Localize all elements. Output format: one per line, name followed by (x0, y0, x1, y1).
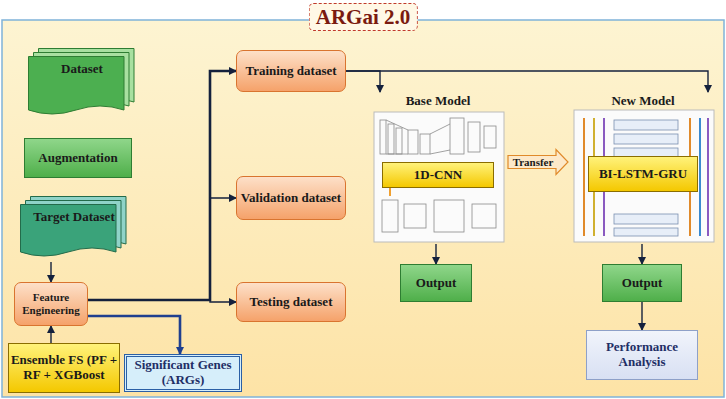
ensemble-fs-box: Ensemble FS (PF + RF + XGBoost (8, 343, 120, 393)
document-stack-outline (28, 48, 136, 120)
document-stack-outline (20, 196, 128, 262)
node-text: Dataset (61, 62, 103, 77)
connector-arrow (346, 71, 380, 92)
cnn-label-box: 1D-CNN (382, 162, 494, 188)
edge-label: Transfer (511, 156, 556, 168)
node-text: Testing dataset (250, 295, 333, 310)
diagram-title: ARGai 2.0 (309, 3, 418, 31)
node-text: New Model (611, 94, 674, 109)
testing-box: Testing dataset (236, 282, 346, 322)
node-text: BI-LSTM-GRU (599, 167, 687, 182)
connector-arrow (435, 244, 436, 264)
connector-arrow (346, 71, 708, 92)
base-model-panel: Base Model 1D-CNN (370, 92, 506, 244)
connector-arrow (641, 244, 642, 264)
node-text: Ensemble FS (PF + RF + XGBoost (9, 353, 119, 383)
bilstm-illustration (574, 110, 714, 242)
output-box: Output (400, 264, 472, 302)
node-text: Validation dataset (241, 191, 341, 206)
augmentation-box: Augmentation (24, 138, 132, 178)
node-text: Base Model (406, 94, 471, 109)
significant-genes-box: Significant Genes (ARGs) (124, 354, 242, 392)
new-model-panel: New ModelBI-LSTM-GRU (570, 92, 716, 244)
node-text: 1D-CNN (414, 168, 462, 183)
validation-box: Validation dataset (236, 176, 346, 220)
node-text: Augmentation (38, 151, 117, 166)
output-box: Output (602, 264, 682, 302)
transfer-arrow (508, 150, 568, 175)
connector-arrow (641, 302, 642, 330)
connector-arrow (50, 262, 51, 282)
node-text: Output (622, 276, 662, 291)
node-text: Training dataset (245, 64, 336, 79)
connector-arrow (88, 300, 236, 302)
connector-arrow (50, 326, 51, 343)
cnn-illustration (374, 112, 504, 242)
target-dataset-stack: Target Dataset (20, 196, 128, 262)
training-box: Training dataset (236, 50, 346, 92)
node-text: Target Dataset (33, 210, 114, 225)
node-text: Performance Analysis (587, 340, 697, 370)
node-text: Output (416, 276, 456, 291)
bilstm-label-box: BI-LSTM-GRU (588, 156, 698, 192)
performance-box: Performance Analysis (586, 330, 698, 380)
dataset-stack: Dataset (28, 48, 136, 120)
node-text: Significant Genes (ARGs) (127, 358, 239, 388)
feature-engineering-box: Feature Engineering (14, 282, 88, 326)
node-text: Feature Engineering (15, 291, 87, 316)
